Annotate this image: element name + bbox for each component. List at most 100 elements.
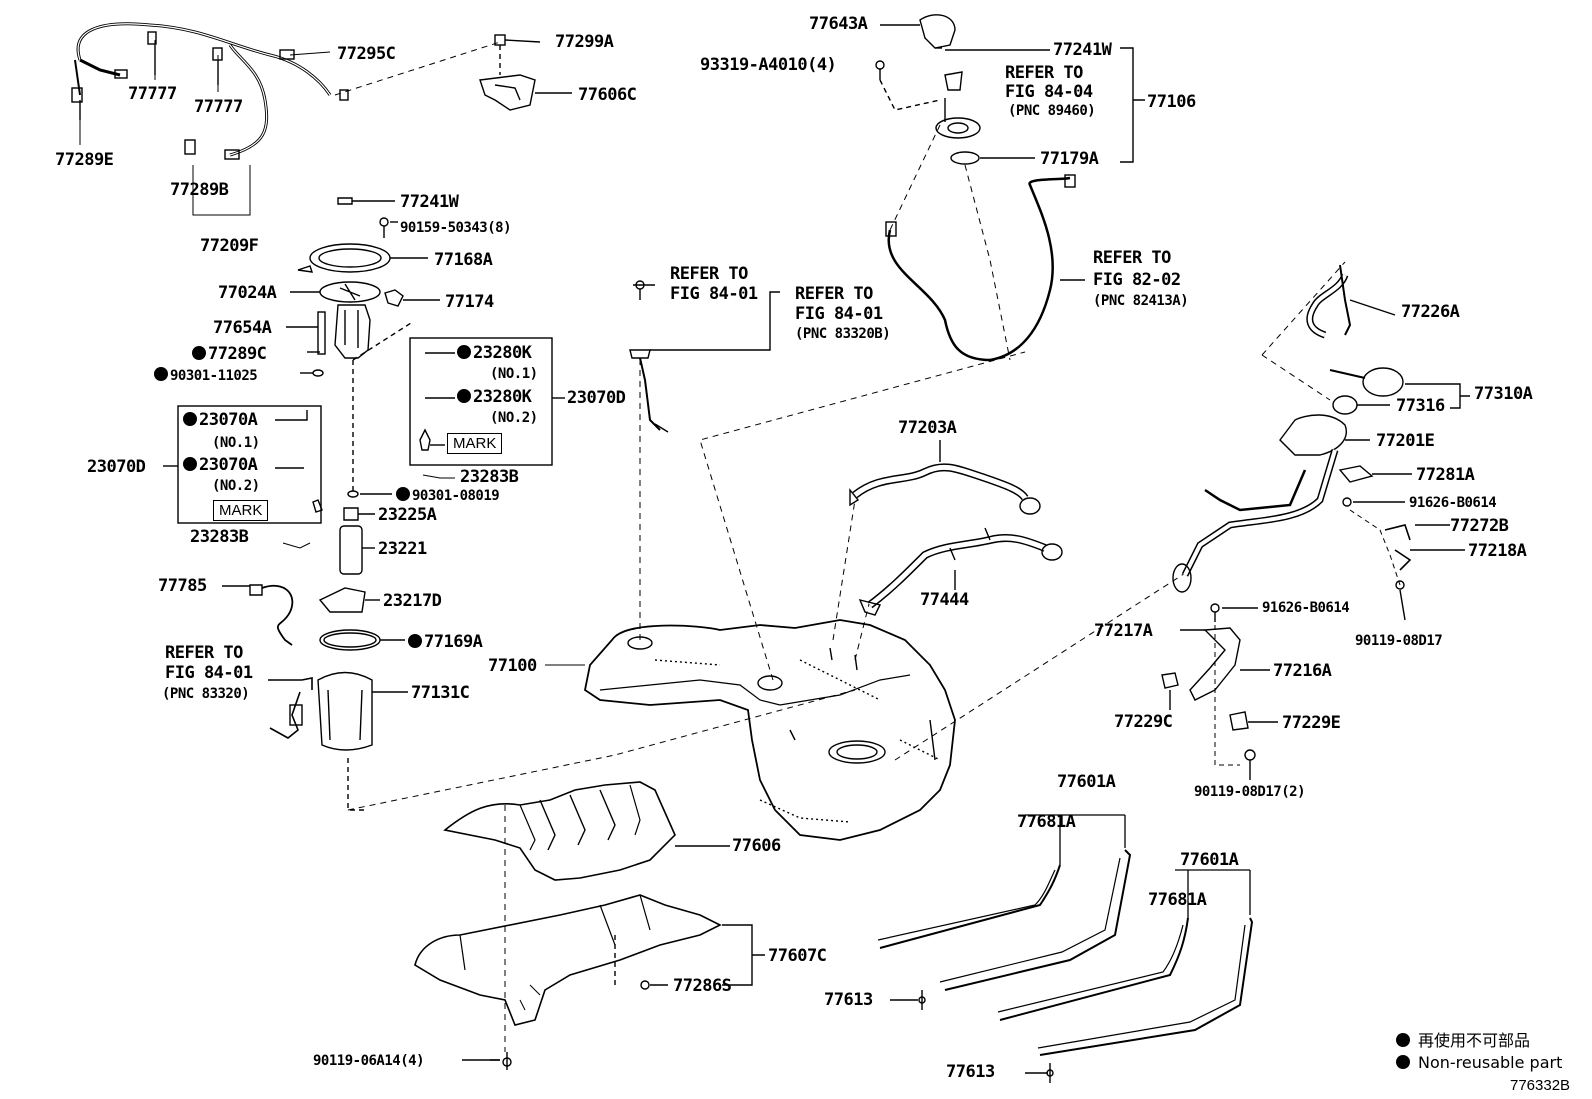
label-77024A: 77024A <box>218 283 277 303</box>
label-90119-08D17-2: 90119-08D17(2) <box>1194 784 1306 800</box>
label-77218A: 77218A <box>1468 541 1527 561</box>
heat-insulator-77607C <box>414 894 765 1070</box>
label-77289E: 77289E <box>55 150 114 170</box>
label-77295C: 77295C <box>337 44 396 64</box>
label-77229C: 77229C <box>1114 712 1173 732</box>
label-23283B-b: 23283B <box>190 527 249 547</box>
label-77643A: 77643A <box>809 14 868 34</box>
label-90119-08D17: 90119-08D17 <box>1355 633 1443 649</box>
label-77241W-top: 77241W <box>1053 40 1112 60</box>
label-pnc-89460: (PNC 89460) <box>1008 103 1096 119</box>
label-23070A-1: 23070A <box>183 410 258 430</box>
hose-77203A <box>849 440 1041 515</box>
label-no1-a: (NO.1) <box>490 366 538 382</box>
label-77316: 77316 <box>1396 396 1445 416</box>
label-fig-84-01-c: FIG 84-01 <box>670 284 758 304</box>
label-77785: 77785 <box>158 576 207 596</box>
label-77229E: 77229E <box>1282 713 1341 733</box>
label-77444: 77444 <box>920 590 969 610</box>
label-no2-b: (NO.2) <box>212 478 260 494</box>
label-77226A: 77226A <box>1401 302 1460 322</box>
legend-en: Non-reusable part <box>1396 1053 1562 1072</box>
label-refer-to-c: REFER TO <box>670 264 748 284</box>
label-77310A: 77310A <box>1474 384 1533 404</box>
fuel-tank-77100 <box>583 619 956 841</box>
label-90159: 90159-50343(8) <box>400 220 512 236</box>
label-23217D: 23217D <box>383 591 442 611</box>
label-no1-b: (NO.1) <box>212 435 260 451</box>
mark-box-b: MARK <box>213 500 269 521</box>
filler-neck-77201E <box>1172 261 1470 621</box>
label-91626-b: 91626-B0614 <box>1262 600 1350 616</box>
label-77606C: 77606C <box>578 85 637 105</box>
label-77217A: 77217A <box>1094 621 1153 641</box>
label-91626-a: 91626-B0614 <box>1409 495 1497 511</box>
label-90119-06A14: 90119-06A14(4) <box>313 1053 425 1069</box>
label-pnc-82413A: (PNC 82413A) <box>1093 293 1189 309</box>
label-23070D-right: 23070D <box>567 388 626 408</box>
label-77106: 77106 <box>1147 92 1196 112</box>
heat-insulator-77606 <box>443 781 730 1052</box>
label-77203A: 77203A <box>898 418 957 438</box>
label-fig-84-01-b: FIG 84-01 <box>165 663 253 683</box>
label-23283B-a: 23283B <box>460 467 519 487</box>
label-77286S: 77286S <box>673 976 732 996</box>
label-23070A-2: 23070A <box>183 455 258 475</box>
fuel-pump-assembly <box>222 197 440 811</box>
kit-23070D-left-box <box>163 405 323 524</box>
label-77174: 77174 <box>445 292 494 312</box>
figure-code: 776332B <box>1510 1077 1571 1094</box>
label-refer-to-a: REFER TO <box>1005 63 1083 83</box>
label-refer-to-e: REFER TO <box>1093 248 1171 268</box>
label-77607C: 77607C <box>768 946 827 966</box>
label-77289B: 77289B <box>170 180 229 200</box>
label-fig-84-01-d: FIG 84-01 <box>795 304 883 324</box>
label-77272B: 77272B <box>1450 516 1509 536</box>
hose-77444 <box>858 527 1063 616</box>
label-77179A: 77179A <box>1040 149 1099 169</box>
label-fig-84-04: FIG 84-04 <box>1005 82 1093 102</box>
label-77100: 77100 <box>488 656 537 676</box>
label-77169A: 77169A <box>408 632 483 652</box>
label-refer-to-b: REFER TO <box>165 643 243 663</box>
bracket-77216A <box>1161 603 1278 780</box>
mark-box-a: MARK <box>447 433 503 454</box>
legend-jp: 再使用不可部品 <box>1396 1027 1530 1051</box>
kit-23070D-right-box <box>409 337 565 466</box>
label-77613-b: 77613 <box>946 1062 995 1082</box>
label-90301-11025: 90301-11025 <box>154 367 258 384</box>
label-77281A: 77281A <box>1416 465 1475 485</box>
label-77299A: 77299A <box>555 32 614 52</box>
label-no2-a: (NO.2) <box>490 410 538 426</box>
label-23070D-left: 23070D <box>87 457 146 477</box>
label-23280K-1: 23280K <box>457 343 532 363</box>
label-23225A: 23225A <box>378 505 437 525</box>
label-77777-b: 77777 <box>194 97 243 117</box>
label-77654A: 77654A <box>213 318 272 338</box>
label-fig-82-02: FIG 82-02 <box>1093 270 1181 290</box>
label-77777-a: 77777 <box>128 84 177 104</box>
wire-harness-77209F <box>71 22 349 160</box>
label-23280K-2: 23280K <box>457 387 532 407</box>
vent-assembly-77106 <box>875 14 1145 362</box>
label-77601A-b: 77601A <box>1180 850 1239 870</box>
label-77681A-b: 77681A <box>1148 890 1207 910</box>
label-77216A: 77216A <box>1273 661 1332 681</box>
label-77209F: 77209F <box>200 236 259 256</box>
label-77168A: 77168A <box>434 250 493 270</box>
label-77606: 77606 <box>732 836 781 856</box>
label-pnc-83320B: (PNC 83320B) <box>795 326 891 342</box>
label-pnc-83320: (PNC 83320) <box>162 686 250 702</box>
fuel-sender-unit <box>629 280 780 433</box>
bracket-77606C <box>479 34 572 111</box>
label-77289C: 77289C <box>192 344 267 364</box>
label-90301-08019: 90301-08019 <box>396 487 500 504</box>
label-refer-to-d: REFER TO <box>795 284 873 304</box>
label-77241W-mid: 77241W <box>400 192 459 212</box>
fuel-tank-straps <box>877 814 1254 1083</box>
label-77681A-a: 77681A <box>1017 812 1076 832</box>
label-77201E: 77201E <box>1376 431 1435 451</box>
label-23221: 23221 <box>378 539 427 559</box>
